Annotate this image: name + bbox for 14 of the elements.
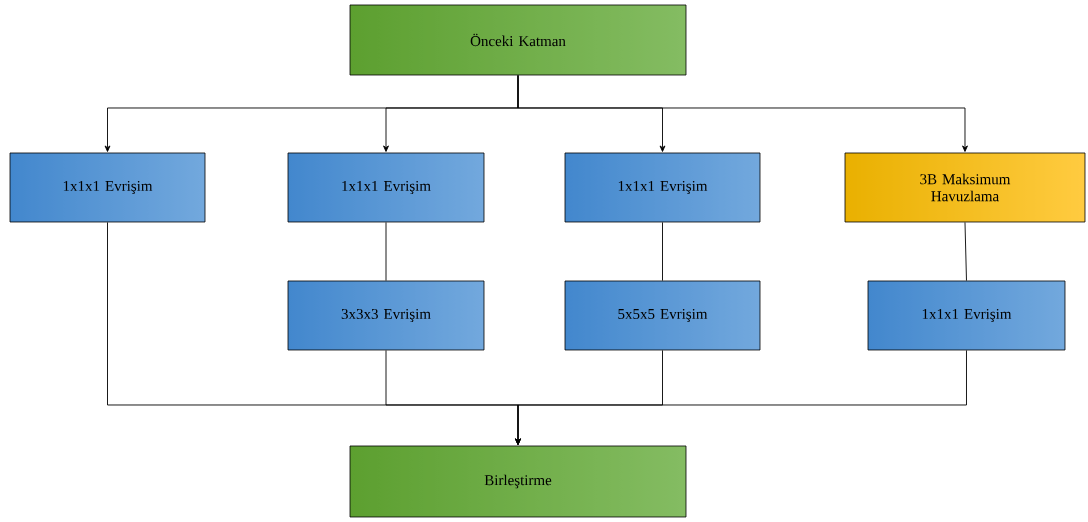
process-box: 5x5x5 Evrişim (564, 280, 761, 351)
process-box: Önceki Katman (349, 4, 687, 76)
connector-line (964, 221, 967, 282)
process-box: 1x1x1 Evrişim (867, 280, 1066, 351)
process-box: 1x1x1 Evrişim (9, 152, 206, 223)
arrow (515, 349, 967, 445)
process-box: 3x3x3 Evrişim (287, 280, 485, 351)
process-box: Birleştirme (349, 445, 687, 518)
connector-line (662, 221, 663, 282)
process-box: 3B Maksimum Havuzlama (844, 152, 1086, 223)
arrow (517, 74, 968, 152)
process-box: 1x1x1 Evrişim (287, 152, 485, 223)
process-box: 1x1x1 Evrişim (564, 152, 761, 223)
connector-line (385, 221, 387, 282)
